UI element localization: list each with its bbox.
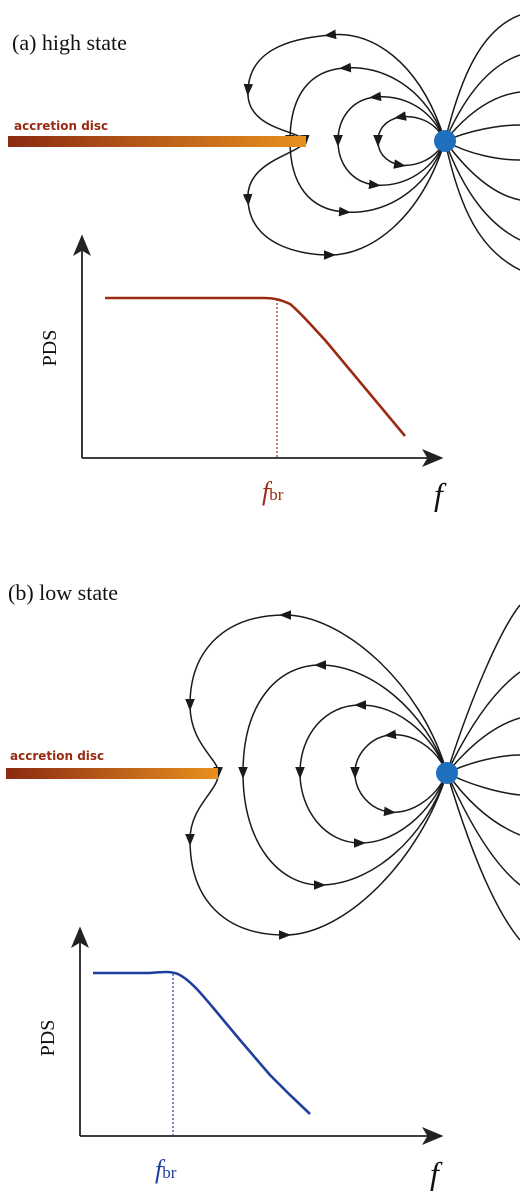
panel-low-state: (b) low state accretion disc PDS xyxy=(6,580,520,1191)
accretion-disc-label-a: accretion disc xyxy=(14,119,108,133)
field-line-b10 xyxy=(446,772,520,836)
accretion-disc-b xyxy=(6,768,218,779)
magnetic-field-lines-a xyxy=(242,14,520,271)
field-line-b1 xyxy=(185,610,448,940)
field-line-b8 xyxy=(446,754,520,774)
panel-high-state: (a) high state accretion disc PDS xyxy=(8,14,520,512)
field-line-b5 xyxy=(446,604,520,774)
field-line-b6 xyxy=(446,671,520,774)
panel-b-title: (b) low state xyxy=(8,580,118,605)
field-line-b11 xyxy=(446,772,520,886)
field-line-b2 xyxy=(238,660,448,890)
pds-axis-label-b: PDS xyxy=(37,1020,59,1057)
field-line-b3 xyxy=(295,700,448,848)
accretion-disc-a xyxy=(8,136,306,147)
field-line-b9 xyxy=(446,772,520,796)
x-axis-label-a: f xyxy=(434,476,447,512)
field-line-a10 xyxy=(444,140,520,201)
accretion-disc-label-b: accretion disc xyxy=(10,749,104,763)
field-line-a3 xyxy=(333,91,446,190)
panel-a-title: (a) high state xyxy=(12,30,127,55)
break-frequency-label-a: fbr xyxy=(262,477,284,506)
field-line-a6 xyxy=(444,54,520,142)
pds-curve-b xyxy=(93,970,311,1115)
x-axis-label-b: f xyxy=(430,1155,443,1191)
magnetic-field-lines-b xyxy=(185,604,520,941)
neutron-star-b xyxy=(436,762,458,784)
field-line-a4 xyxy=(373,111,446,169)
pds-curve-a xyxy=(105,296,406,437)
field-line-a5 xyxy=(444,14,520,142)
field-line-a11 xyxy=(444,140,520,241)
break-frequency-label-b: fbr xyxy=(155,1155,177,1184)
field-line-b4 xyxy=(350,729,448,817)
field-line-a9 xyxy=(444,140,520,161)
field-line-a7 xyxy=(444,91,520,142)
neutron-star-a xyxy=(434,130,456,152)
field-line-b7 xyxy=(446,717,520,774)
pds-plot-a: PDS fbr f xyxy=(39,234,447,512)
field-line-a12 xyxy=(444,140,520,271)
pds-axis-label-a: PDS xyxy=(39,330,61,367)
field-line-b12 xyxy=(446,772,520,941)
pds-plot-b: PDS fbr f xyxy=(37,926,444,1191)
